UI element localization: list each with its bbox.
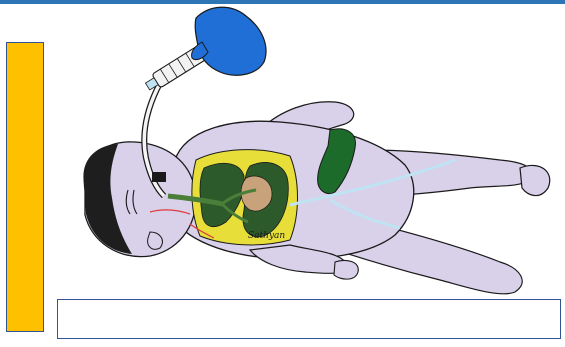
caption-box bbox=[57, 299, 561, 339]
gloved-hand-icon bbox=[195, 7, 266, 75]
infant-foot bbox=[520, 165, 550, 195]
infant-hand bbox=[334, 260, 358, 279]
artist-signature: Sathyan bbox=[248, 231, 285, 241]
tube-clamp bbox=[152, 172, 166, 182]
